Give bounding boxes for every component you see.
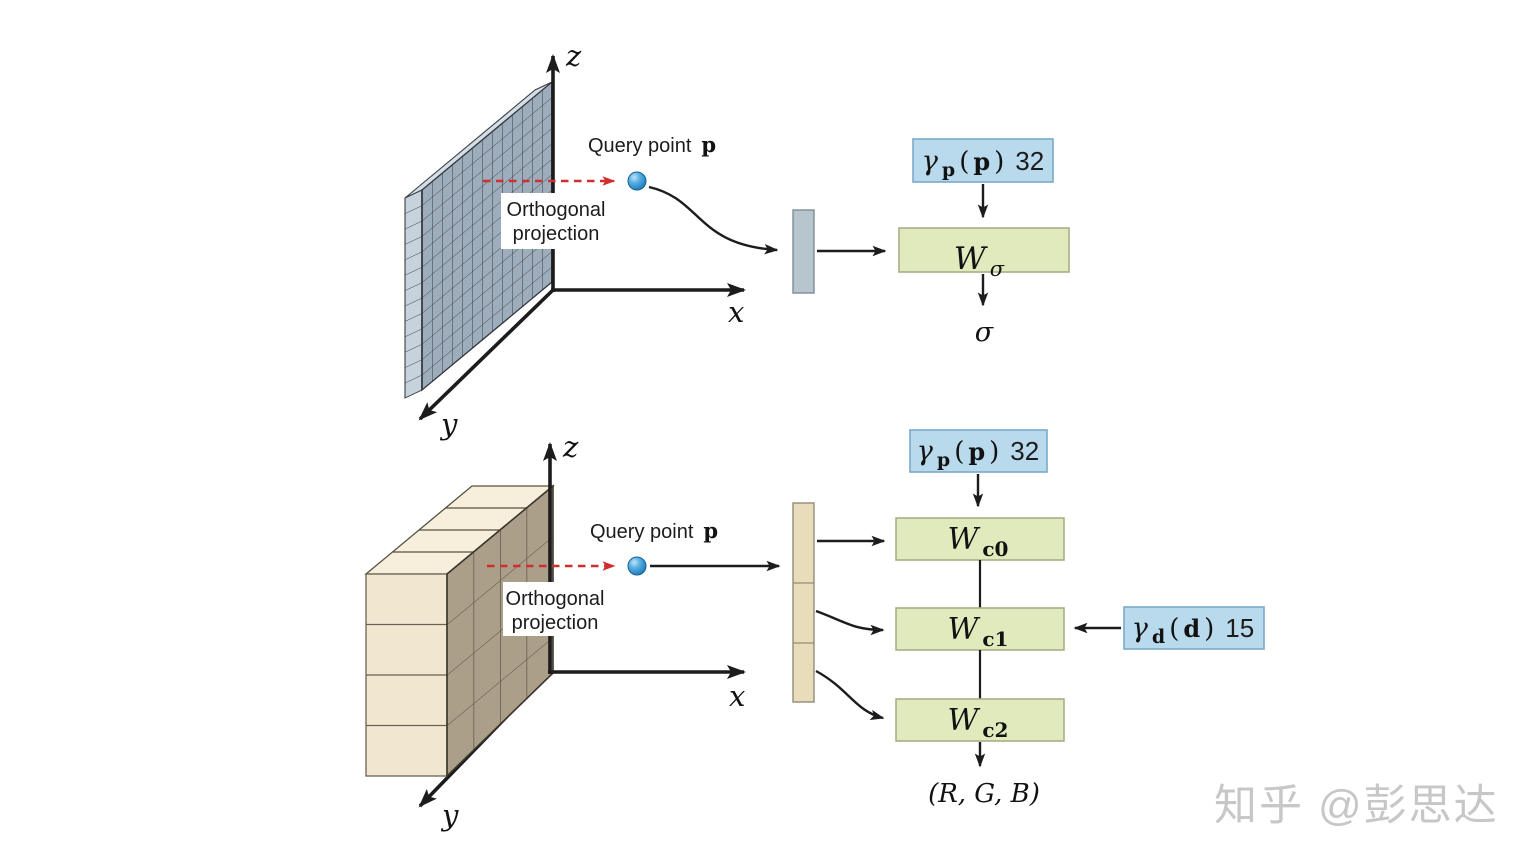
feature-vector-dividers	[793, 582, 814, 644]
svg-text:W σ: W σ	[954, 241, 1005, 281]
density-mlp-box: W σ	[898, 227, 1070, 281]
direction-encoding-box: γ d ( d ) 15	[1123, 606, 1265, 650]
feature-to-mlp1-arrow	[815, 609, 885, 636]
svg-text:Orthogonal: Orthogonal	[506, 588, 605, 610]
svg-text:γ d (: γ d ( d ) 15	[1132, 613, 1254, 648]
watermark-text: 知乎 @彭思达	[1214, 782, 1499, 830]
color-mlp-box-1: W c1	[895, 607, 1065, 651]
query-point-label-bottom: Query point p	[590, 518, 718, 543]
feature-to-mlp2-arrow	[815, 669, 885, 721]
position-encoding-box-top: γ p ( p ) 32	[912, 138, 1054, 183]
projection-label-bottom: Orthogonal projection	[503, 582, 607, 636]
axis-label-z-bottom: z	[562, 430, 579, 464]
feature-vector-bottom	[792, 502, 815, 703]
svg-text:projection: projection	[513, 223, 600, 245]
query-point-dot-bottom	[627, 556, 647, 576]
position-encoding-box-bottom: γ p ( p ) 32	[909, 429, 1048, 473]
svg-text:W c0: W c0	[948, 522, 1009, 561]
coarse-feature-plane	[364, 484, 555, 778]
feature-vector-top	[792, 209, 815, 294]
density-output-label: σ	[975, 317, 995, 348]
projection-label-bg	[503, 582, 607, 636]
axis-label-x-bottom: x	[729, 679, 745, 713]
coarse-plane-top-divisions	[392, 507, 527, 553]
svg-text:W c1: W c1	[948, 612, 1009, 651]
svg-text:W c2: W c2	[948, 703, 1009, 742]
axis-label-y-bottom: y	[440, 798, 459, 832]
projection-label-top: Orthogonal projection	[501, 193, 610, 249]
svg-text:projection: projection	[512, 612, 599, 634]
projection-label-bg	[501, 193, 610, 249]
axis-label-z-top: z	[565, 39, 582, 73]
bottom-diagram: z x y Orthogonal projection Query point …	[364, 429, 1265, 832]
fine-plane-side-face	[404, 189, 423, 399]
color-mlp-box-0: W c0	[895, 517, 1065, 561]
query-point-label-top: Query point p	[588, 132, 716, 157]
point-to-feature-arrow-top	[648, 185, 779, 255]
watermark: 知乎 @彭思达 知乎 @彭思达	[1214, 782, 1502, 833]
coarse-plane-side-rows	[366, 623, 447, 727]
axis-label-x-top: x	[728, 295, 744, 329]
y-axis-top	[418, 288, 555, 421]
svg-text:Orthogonal: Orthogonal	[507, 199, 606, 221]
color-mlp-box-2: W c2	[895, 698, 1065, 742]
svg-text:γ p (: γ p ( p ) 32	[917, 436, 1039, 471]
top-diagram: z x y Orthogonal projection Query point …	[404, 39, 1070, 441]
rgb-output-label: (R, G, B)	[928, 779, 1040, 809]
svg-text:γ p (: γ p ( p ) 32	[922, 146, 1044, 181]
axis-label-y-top: y	[439, 407, 458, 441]
query-point-dot-top	[627, 171, 647, 191]
watermark-shadow: 知乎 @彭思达	[1217, 785, 1502, 833]
fine-feature-plane	[404, 80, 553, 399]
